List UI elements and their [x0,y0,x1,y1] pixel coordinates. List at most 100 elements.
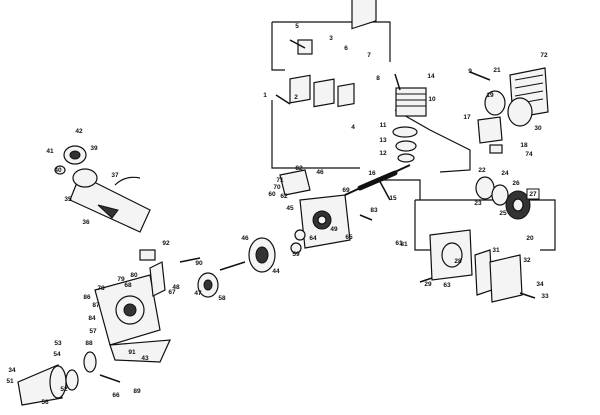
callout: 47 [194,290,202,297]
callout: 53 [54,340,62,347]
fasteners [99,39,491,383]
flywheel [248,237,276,273]
callout: 65 [345,234,353,241]
callout: 60 [268,191,276,198]
fuel-line-bracket [380,179,421,200]
callout: 72 [540,52,548,59]
callout: 92 [162,240,170,247]
callout: 33 [541,293,549,300]
callout: 43 [141,355,149,362]
callout: 86 [83,294,91,301]
callout: 22 [478,167,486,174]
callout: 8 [376,75,380,82]
callout: 28 [454,258,462,265]
muffler-group-bracket [414,199,556,251]
callout: 1 [263,92,267,99]
callout: 44 [272,268,280,275]
callout: 45 [286,205,294,212]
callout: 3 [329,35,333,42]
callout: 24 [501,170,509,177]
callout: 48 [172,284,180,291]
trimmer-head [17,351,97,406]
callout: 11 [380,122,387,129]
callout: 64 [309,235,317,242]
callout-box [526,188,540,200]
engine-crankcase [279,169,351,254]
cylinder-assembly [392,73,427,163]
callout: 4 [351,124,355,131]
callout: 69 [342,187,350,194]
callout: 34 [8,367,16,374]
callout: 30 [534,125,542,132]
starter-housing [94,274,171,363]
callout: 10 [428,96,436,103]
callout: 2 [294,94,298,101]
muffler-assembly [419,229,536,303]
callout: 32 [523,257,531,264]
callout: 89 [133,388,141,395]
callout: 21 [493,67,501,74]
callout: 52 [60,386,68,393]
callout: 36 [82,219,90,226]
callout: 42 [75,128,83,135]
callout: 80 [130,272,138,279]
callout: 31 [492,247,500,254]
fuel-tank [54,145,151,233]
callout: 88 [85,340,93,347]
callout: 41 [46,148,54,155]
callout: 35 [64,196,72,203]
callout: 90 [195,260,203,267]
callout: 14 [427,73,435,80]
callout: 9 [468,68,472,75]
callout: 46 [316,169,324,176]
callouts: 1 2 3 4 5 6 7 8 9 10 11 12 13 14 15 16 1… [6,23,549,406]
callout: 91 [128,349,136,356]
callout: 7 [367,52,371,59]
callout: 71 [276,177,284,184]
callout: 56 [41,399,49,406]
callout: 15 [389,195,397,202]
callout: 62 [280,193,288,200]
callout: 87 [92,302,100,309]
callout: 82 [295,165,303,172]
callout: 27 [529,191,537,198]
callout: 63 [443,282,451,289]
callout: 13 [379,137,387,144]
callout: 20 [526,235,534,242]
callout: 17 [463,114,471,121]
air-filter-assembly [289,0,377,108]
callout: 79 [117,276,125,283]
ignition-and-gear [475,176,531,220]
callout: 58 [218,295,226,302]
callout: 74 [525,151,533,158]
callout: 59 [292,251,300,258]
cylinder-group-bracket [271,100,471,173]
callout: 54 [53,351,61,358]
callout: 84 [88,315,96,322]
callout: 70 [273,184,281,191]
air-filter-group-bracket [271,21,391,71]
callout: 66 [112,392,120,399]
callout: 12 [379,150,387,157]
callout: 81 [400,241,408,248]
callout: 23 [474,200,482,207]
callout: 19 [486,92,494,99]
callout: 5 [295,23,299,30]
callout: 83 [370,207,378,214]
carburetor-assembly [477,67,549,154]
callout: 68 [124,282,132,289]
callout: 67 [168,289,176,296]
callout: 57 [89,328,97,335]
callout: 6 [344,45,348,52]
clutch-drum [149,261,219,298]
callout: 49 [330,226,338,233]
callout: 25 [499,210,507,217]
callout: 51 [6,378,14,385]
callout: 34 [536,281,544,288]
callout: 18 [520,142,528,149]
callout: 78 [97,285,105,292]
callout: 16 [368,170,376,177]
callout: 39 [90,145,98,152]
callout: 61 [395,240,403,247]
